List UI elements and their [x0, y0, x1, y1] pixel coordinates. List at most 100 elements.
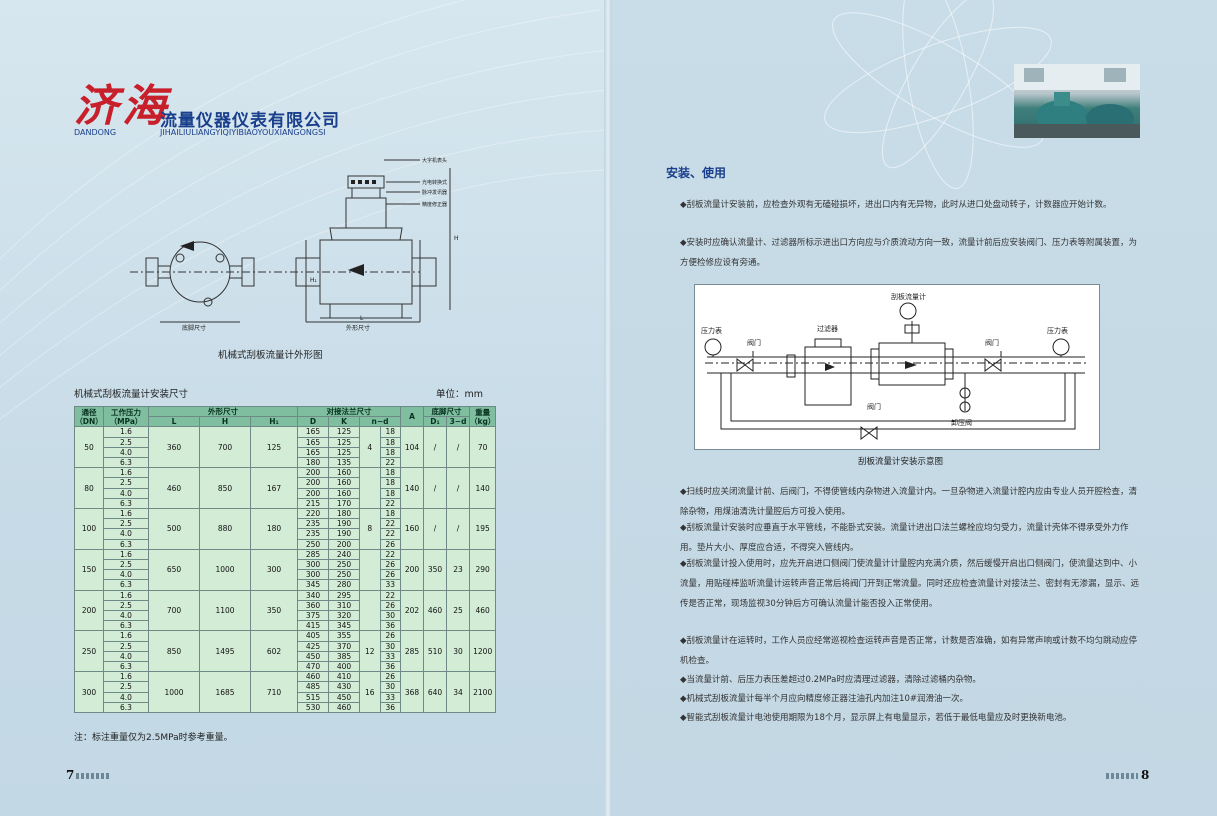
- cell-L: 360: [148, 426, 200, 469]
- cell-pressure: 4.0: [103, 569, 149, 581]
- cell-pressure: 4.0: [103, 650, 149, 663]
- th-weight: 重量（kg）: [468, 405, 497, 428]
- cell-K: 355: [328, 630, 360, 642]
- cell-d: 22: [379, 518, 401, 530]
- cell-pressure: 4.0: [103, 446, 149, 459]
- cell-pressure: 1.6: [103, 589, 149, 601]
- cell-K: 125: [328, 436, 360, 448]
- paragraph-1: ◆刮板流量计安装前，应检查外观有无磕碰损坏，进出口内有无异物，此时从进口处盘动转…: [680, 200, 1112, 210]
- bullet-7: ◆智能式刮板流量计电池使用期限为18个月，显示屏上有电量显示，若低于最低电量应及…: [680, 713, 1072, 723]
- cell-n: 16: [359, 671, 381, 714]
- cell-dn: 50: [74, 426, 104, 469]
- cell-D1: /: [423, 508, 447, 550]
- background-arcs: [0, 0, 608, 420]
- th-D: D: [297, 416, 329, 428]
- cell-D: 235: [297, 528, 329, 540]
- label-base-size: 底脚尺寸: [182, 324, 206, 332]
- cell-H1: 167: [250, 467, 298, 510]
- cell-K: 385: [328, 650, 360, 663]
- cell-dn: 80: [74, 467, 104, 510]
- cell-3d: /: [446, 426, 470, 469]
- cell-weight: 2100: [468, 671, 497, 714]
- cell-d: 18: [379, 426, 401, 438]
- cell-K: 125: [328, 426, 360, 438]
- cell-pressure: 6.3: [103, 661, 149, 673]
- cell-weight: 195: [468, 508, 497, 550]
- section-title: 安装、使用: [666, 166, 727, 180]
- cell-A: 160: [400, 508, 424, 550]
- th-dn: 通径（DN）: [74, 405, 104, 428]
- diagram-label-filter: 过滤器: [817, 324, 838, 333]
- cell-d: 18: [379, 487, 401, 499]
- th-3d: 3−d: [446, 416, 470, 428]
- cell-d: 22: [379, 497, 401, 510]
- cell-K: 295: [328, 589, 360, 601]
- cell-K: 310: [328, 599, 360, 612]
- cell-3d: 34: [446, 671, 470, 714]
- th-K: K: [328, 416, 360, 428]
- cell-A: 200: [400, 548, 424, 591]
- cell-H1: 125: [250, 426, 298, 469]
- cell-D: 165: [297, 436, 329, 448]
- diagram-label-valve-bottom: 阀门: [867, 402, 881, 411]
- cell-pressure: 4.0: [103, 610, 149, 622]
- cell-d: 22: [379, 589, 401, 601]
- page-bar-right: [1106, 773, 1138, 779]
- cell-K: 170: [328, 497, 360, 510]
- page-number-left: 7: [66, 768, 75, 782]
- cell-K: 135: [328, 457, 360, 469]
- cell-d: 22: [379, 548, 401, 561]
- cell-weight: 460: [468, 589, 497, 632]
- cell-pressure: 2.5: [103, 640, 149, 652]
- cell-K: 125: [328, 446, 360, 459]
- cell-D1: /: [423, 467, 447, 510]
- cell-D: 470: [297, 661, 329, 673]
- cell-D: 200: [297, 477, 329, 489]
- cell-L: 500: [148, 508, 200, 550]
- cell-D1: 510: [423, 630, 447, 673]
- meter-outline-drawing: 大字机表头 光电转换式 脉冲发讯器 精度修正器 底脚尺寸 外形尺寸 L H H₁: [130, 157, 459, 332]
- cell-D: 415: [297, 620, 329, 632]
- label-pulse: 光电转换式: [422, 179, 447, 186]
- cell-D: 485: [297, 681, 329, 693]
- cell-L: 650: [148, 548, 200, 591]
- cell-K: 280: [328, 579, 360, 591]
- cell-D1: /: [423, 426, 447, 469]
- cell-D1: 350: [423, 548, 447, 591]
- cell-H1: 350: [250, 589, 298, 632]
- cell-D: 215: [297, 497, 329, 510]
- install-diagram: 刮板流量计 压力表 过滤器 阀门 阀门 压力表 阀门 卸压阀: [694, 284, 1100, 450]
- diagram-label-gauge-left: 压力表: [701, 326, 722, 335]
- cell-d: 22: [379, 528, 401, 540]
- cell-D: 300: [297, 569, 329, 581]
- cell-dn: 300: [74, 671, 104, 714]
- cell-d: 36: [379, 661, 401, 673]
- cell-pressure: 4.0: [103, 528, 149, 540]
- cell-L: 700: [148, 589, 200, 632]
- cell-weight: 290: [468, 548, 497, 591]
- cell-pressure: 4.0: [103, 691, 149, 703]
- cell-D: 165: [297, 446, 329, 459]
- paragraph-2: ◆安装时应确认流量计、过滤器所标示进出口方向应与介质流动方向一致，流量计前后应安…: [680, 238, 1138, 268]
- drawing-caption: 机械式刮板流量计外形图: [218, 350, 323, 361]
- cell-H1: 180: [250, 508, 298, 550]
- cell-d: 33: [379, 691, 401, 703]
- cell-d: 26: [379, 630, 401, 642]
- cell-pressure: 1.6: [103, 467, 149, 479]
- cell-H1: 602: [250, 630, 298, 673]
- bullet-4: ◆刮板流量计在运转时，工作人员应经常巡视检查运转声音是否正常，计数是否准确，如有…: [680, 636, 1138, 666]
- cell-D: 425: [297, 640, 329, 652]
- cell-dn: 100: [74, 508, 104, 550]
